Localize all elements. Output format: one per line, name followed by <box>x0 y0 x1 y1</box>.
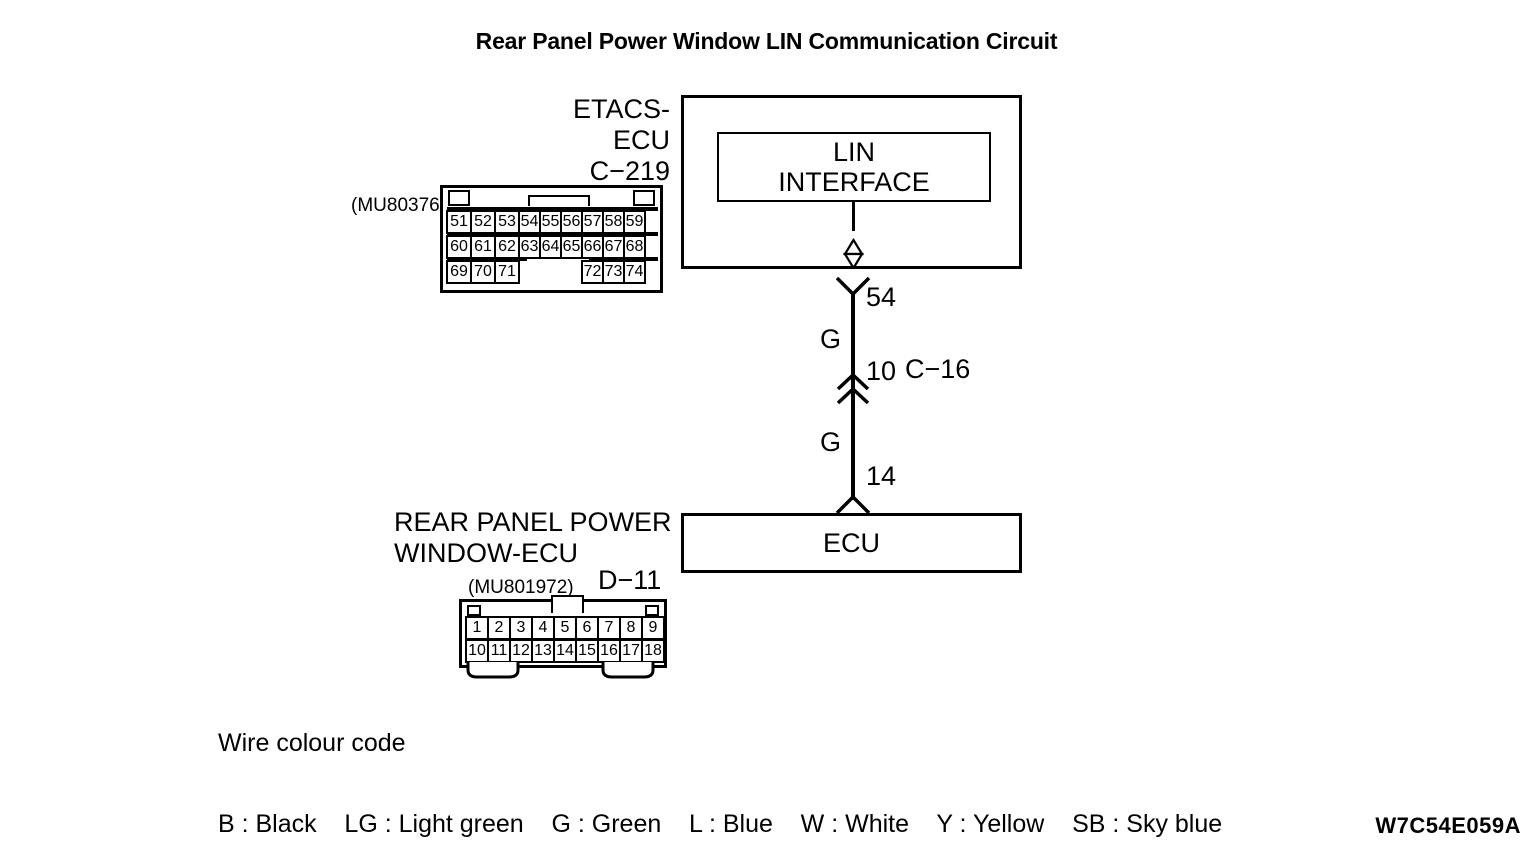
etacs-ecu-connector: 51 52 53 54 55 56 57 58 59 60 61 62 63 6… <box>440 185 663 293</box>
pin-cell: 9 <box>641 616 665 640</box>
pin-cell: 4 <box>531 616 555 640</box>
legend-row-1: B : Black LG : Light green G : Green L :… <box>218 810 1223 838</box>
wire-segment-upper <box>851 292 855 387</box>
inline-connector-pin-number: 10 <box>866 356 897 386</box>
connector-separator-3a <box>447 257 527 261</box>
pin-cell: 62 <box>494 235 520 259</box>
connector-feet-icon <box>466 662 655 679</box>
etacs-ecu-label-line1: ETACS- <box>572 94 670 124</box>
wire-colour-code-legend: Wire colour code B : Black LG : Light gr… <box>218 676 1222 849</box>
connector-tab-left <box>467 605 481 616</box>
d11-pin-row-2: 10 11 12 13 14 15 16 17 18 <box>465 639 665 663</box>
pin-cell: 54 <box>518 210 541 234</box>
pin-cell: 56 <box>560 210 583 234</box>
pin-cell: 10 <box>465 639 489 663</box>
pin-cell: 66 <box>581 235 604 259</box>
pin-cell: 5 <box>553 616 577 640</box>
connector-latch-tab <box>551 595 584 613</box>
pin-cell: 57 <box>581 210 604 234</box>
pin-cell: 12 <box>509 639 533 663</box>
pin-cell: 74 <box>623 260 646 284</box>
pin-cell: 14 <box>553 639 577 663</box>
diagram-reference-code: W7C54E059A <box>1375 813 1521 838</box>
wire-segment-lower <box>851 385 855 500</box>
pin-cell: 18 <box>641 639 665 663</box>
legend-heading: Wire colour code <box>218 729 406 757</box>
pin-cell: 3 <box>509 616 533 640</box>
pin-cell: 64 <box>539 235 562 259</box>
pin-cell: 15 <box>575 639 599 663</box>
rear-panel-ecu-box-label: ECU <box>822 527 880 558</box>
connector-latch-tab <box>528 195 590 206</box>
pin-cell: 11 <box>487 639 511 663</box>
pin-cell: 51 <box>446 210 472 234</box>
d11-pin-row-1: 1 2 3 4 5 6 7 8 9 <box>465 616 665 640</box>
rear-panel-ecu-label-line1: REAR PANEL POWER <box>394 507 672 537</box>
connector-separator-1 <box>447 207 658 211</box>
pin-cell: 67 <box>602 235 625 259</box>
etacs-pin-row-2: 60 61 62 63 64 65 66 67 68 <box>446 235 646 259</box>
pin-cell: 7 <box>597 616 621 640</box>
pin-number-54: 54 <box>866 282 897 312</box>
pin-cell: 6 <box>575 616 599 640</box>
pin-cell: 58 <box>602 210 625 234</box>
pin-cell: 69 <box>446 260 472 284</box>
wire-colour-label-lower: G <box>820 427 842 457</box>
pin-cell: 61 <box>470 235 496 259</box>
pin-cell: 53 <box>494 210 520 234</box>
pin-cell: 60 <box>446 235 472 259</box>
pin-cell-empty <box>539 260 562 284</box>
wire-colour-label-upper: G <box>820 324 842 354</box>
connector-tab-left <box>448 190 470 206</box>
terminal-y-bottom-icon <box>835 494 871 515</box>
etacs-ecu-box: LIN INTERFACE <box>681 95 1022 269</box>
etacs-ecu-connector-id: C−219 <box>589 156 670 186</box>
etacs-ecu-part-number: (MU803766) <box>351 195 457 216</box>
connector-separator-2 <box>447 232 658 236</box>
pin-cell: 55 <box>539 210 562 234</box>
pin-cell: 63 <box>518 235 541 259</box>
pin-cell: 73 <box>602 260 625 284</box>
pin-cell: 65 <box>560 235 583 259</box>
pin-cell: 59 <box>623 210 646 234</box>
inline-connector-id: C−16 <box>905 354 971 384</box>
pin-cell: 72 <box>581 260 604 284</box>
pin-cell: 68 <box>623 235 646 259</box>
pin-cell-empty <box>560 260 583 284</box>
pin-cell-empty <box>518 260 541 284</box>
pin-cell: 1 <box>465 616 489 640</box>
etacs-pin-row-1: 51 52 53 54 55 56 57 58 59 <box>446 210 646 234</box>
etacs-pin-row-3: 69 70 71 72 73 74 <box>446 260 646 284</box>
etacs-ecu-label-line2: ECU <box>612 125 670 155</box>
pin-cell: 70 <box>470 260 496 284</box>
lin-interface-label: LIN INTERFACE <box>778 136 930 197</box>
pin-cell: 13 <box>531 639 555 663</box>
rear-panel-ecu-connector-id: D−11 <box>598 565 662 595</box>
pin-cell: 8 <box>619 616 643 640</box>
pin-number-14: 14 <box>866 461 897 491</box>
rear-panel-ecu-part-number: (MU801972) <box>468 577 574 598</box>
lin-interface-box: LIN INTERFACE <box>717 132 991 202</box>
pin-cell: 16 <box>597 639 621 663</box>
pin-cell: 52 <box>470 210 496 234</box>
connector-separator-3b <box>589 257 658 261</box>
connector-tab-right <box>645 605 659 616</box>
rear-panel-ecu-box: ECU <box>681 513 1022 573</box>
pin-cell: 17 <box>619 639 643 663</box>
lin-interface-stub <box>852 202 855 231</box>
rear-panel-ecu-label-line2: WINDOW-ECU <box>394 538 578 568</box>
rear-panel-ecu-connector: 1 2 3 4 5 6 7 8 9 10 11 12 13 14 15 16 1… <box>459 595 667 668</box>
page-title: Rear Panel Power Window LIN Communicatio… <box>475 28 1058 54</box>
pin-cell: 71 <box>494 260 520 284</box>
pin-cell: 2 <box>487 616 511 640</box>
connector-tab-right <box>633 190 655 206</box>
bidirectional-arrow-icon <box>843 237 864 268</box>
